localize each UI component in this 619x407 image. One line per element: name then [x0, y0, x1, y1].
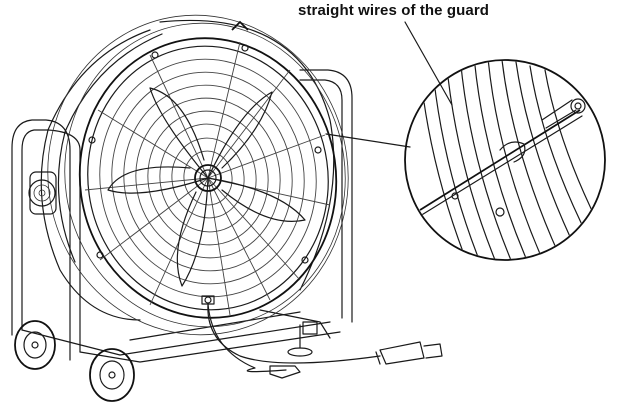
fan-blades	[107, 87, 306, 287]
callout-label: straight wires of the guard	[298, 2, 490, 19]
front-guard	[78, 37, 338, 319]
leveling-foot	[287, 321, 318, 357]
wheels	[14, 320, 135, 402]
guard-clips	[88, 44, 322, 304]
power-cord	[201, 295, 443, 379]
detail-magnifier	[325, 21, 606, 261]
drum-housing	[28, 14, 349, 336]
